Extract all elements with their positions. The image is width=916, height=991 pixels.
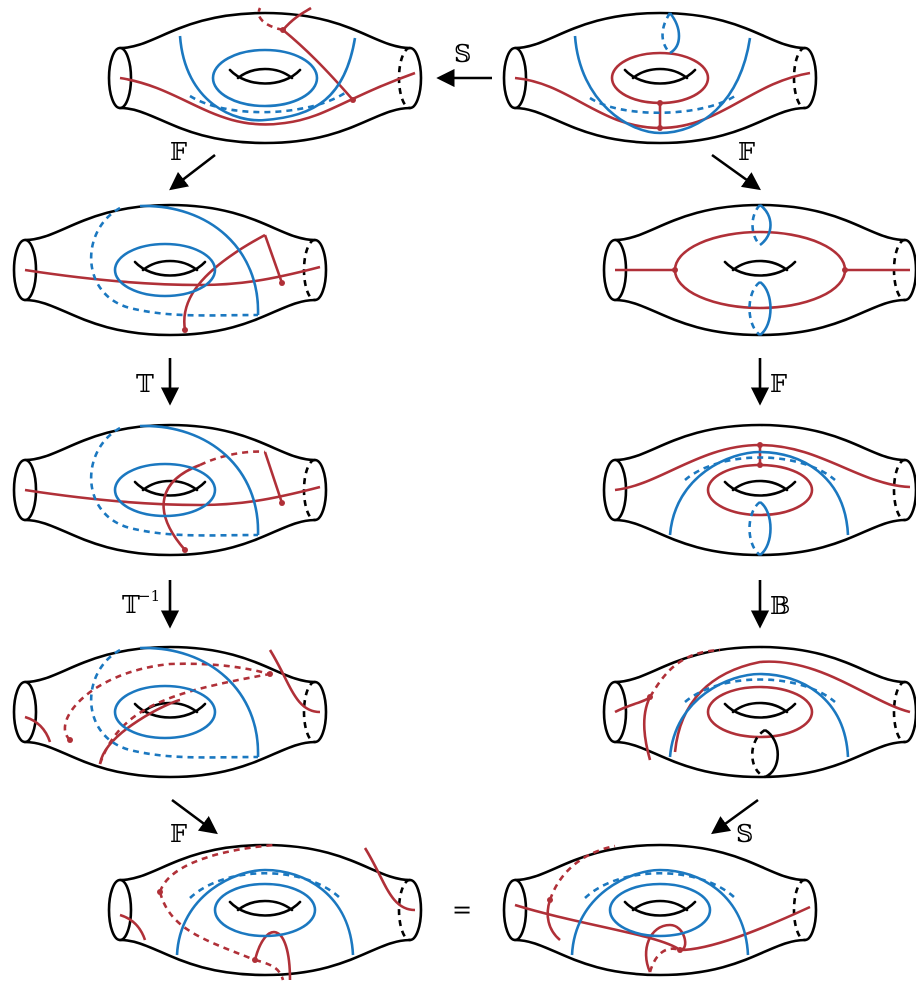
- label-S-right: 𝕊: [736, 820, 753, 848]
- label-F-right-2: 𝔽: [770, 370, 787, 398]
- surface-bottom-left: [107, 843, 423, 981]
- surface-right-1: [502, 11, 818, 145]
- surface-bottom-right: [502, 843, 818, 977]
- surface-left-4: [12, 645, 328, 779]
- surface-left-1: [107, 6, 423, 145]
- arrow-F-left-2: [171, 798, 218, 835]
- surface-right-4: [602, 645, 916, 779]
- label-B-right: 𝔹: [770, 592, 790, 620]
- arrow-F-right-1: [711, 153, 761, 191]
- surface-left-2: [12, 203, 328, 337]
- surface-right-3: [602, 423, 916, 557]
- label-F-left-2: 𝔽: [170, 820, 187, 848]
- equals-sign: =: [452, 896, 472, 924]
- label-F-right-1: 𝔽: [738, 138, 755, 166]
- label-S-top: 𝕊: [454, 40, 471, 68]
- label-Tinv-exponent: −1: [138, 587, 160, 605]
- arrow-S-right: [711, 798, 759, 835]
- surface-right-2: [602, 203, 916, 337]
- label-F-left-1: 𝔽: [170, 138, 187, 166]
- label-T-left: 𝕋: [136, 370, 154, 398]
- surface-left-3: [12, 423, 328, 557]
- arrow-F-left-1: [169, 153, 216, 191]
- label-Tinv-left: 𝕋: [122, 591, 140, 619]
